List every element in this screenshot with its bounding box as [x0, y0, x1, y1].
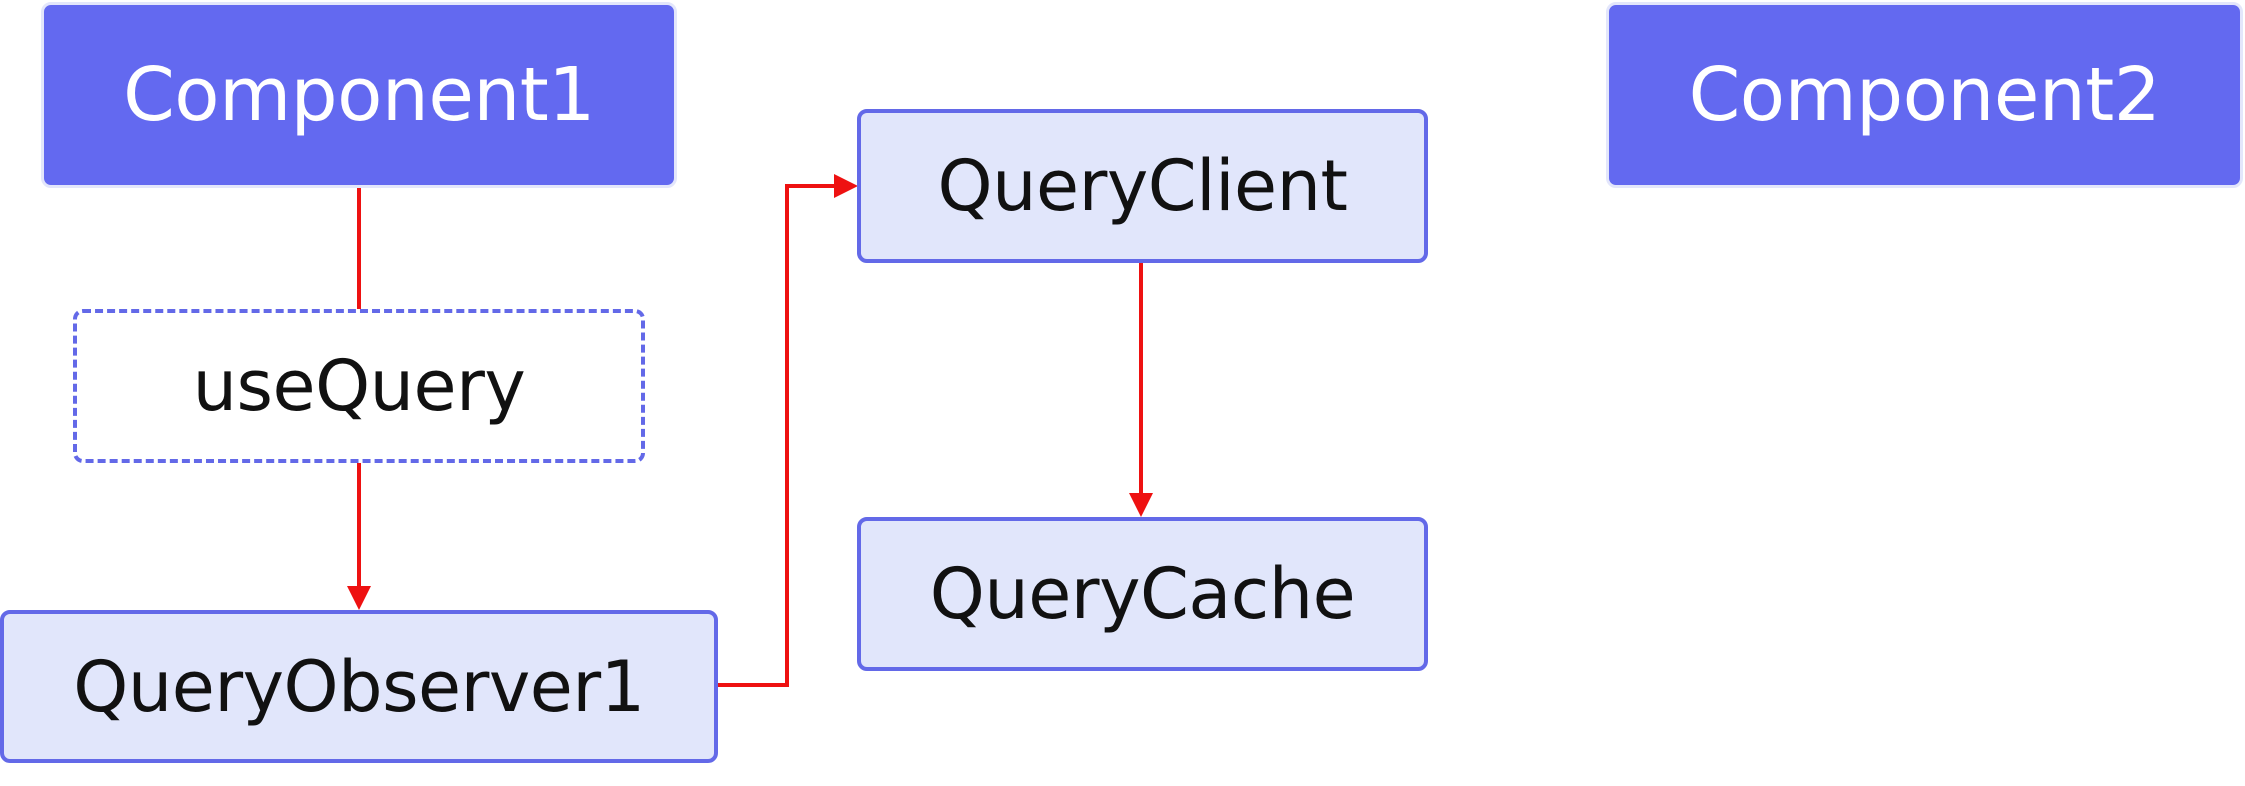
arrowhead-queryclient	[834, 174, 858, 198]
query-observer1-node: QueryObserver1	[0, 610, 718, 763]
component2-label: Component2	[1688, 52, 2161, 138]
component2-node: Component2	[1606, 2, 2243, 188]
edge-queryobserver1-queryclient	[716, 184, 852, 687]
query-client-node: QueryClient	[857, 109, 1428, 263]
query-client-label: QueryClient	[937, 145, 1348, 227]
arrowhead-querycache	[1129, 493, 1153, 517]
component1-label: Component1	[123, 52, 595, 138]
use-query-node: useQuery	[73, 309, 645, 463]
query-observer1-label: QueryObserver1	[73, 645, 645, 728]
component1-node: Component1	[41, 2, 677, 188]
query-cache-node: QueryCache	[857, 517, 1428, 671]
use-query-label: useQuery	[192, 345, 526, 427]
query-cache-label: QueryCache	[929, 553, 1356, 635]
arrowhead-queryobserver1	[347, 586, 371, 610]
